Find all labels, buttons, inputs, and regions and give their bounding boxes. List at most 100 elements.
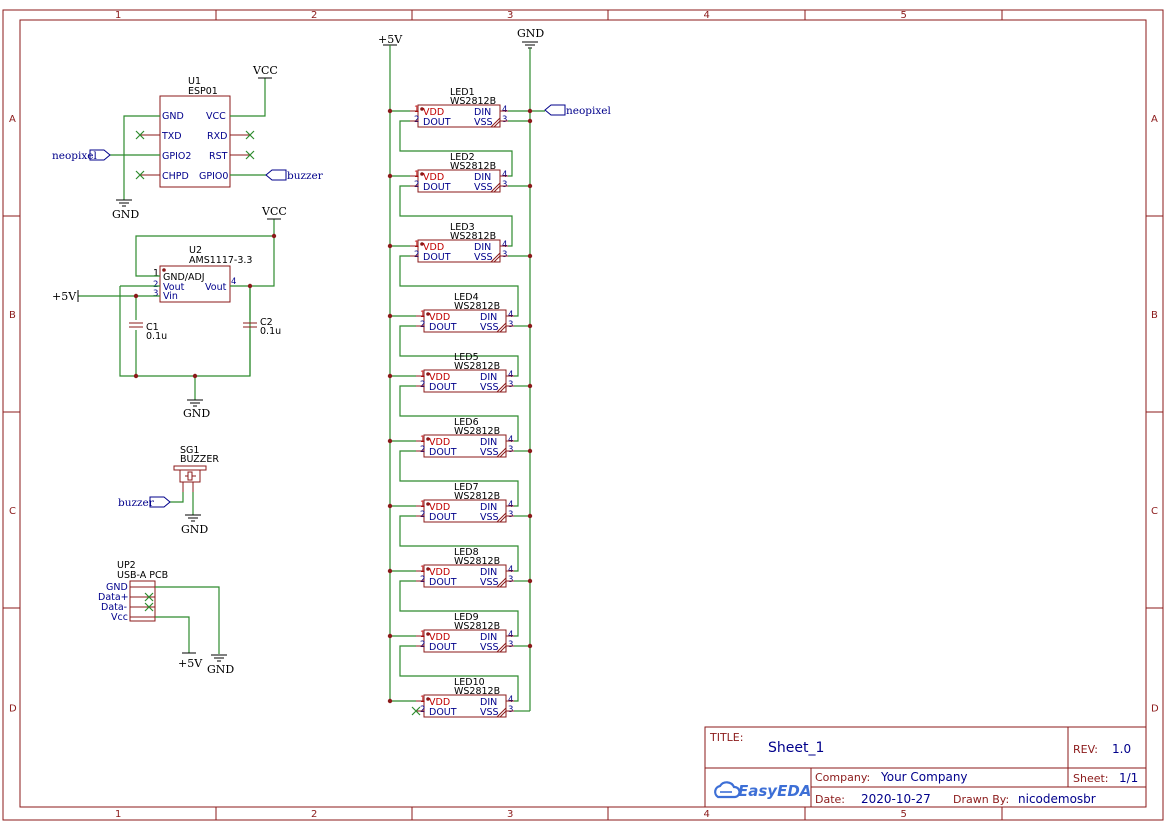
- led-pin-vdd: VDD: [429, 632, 450, 643]
- led-pin-num-2: 2: [414, 115, 419, 125]
- up2-pin-gnd: GND: [106, 582, 128, 593]
- sg1-gnd-label: GND: [181, 523, 208, 536]
- led-value: WS2812B: [454, 491, 500, 502]
- u1-buzzer-label: buzzer: [287, 170, 324, 182]
- frame-row-label: B: [1151, 310, 1158, 321]
- led-pin-num-3: 3: [502, 180, 507, 190]
- led-gnd-symbol: [522, 41, 538, 49]
- led-pin-num-1: 1: [414, 170, 419, 180]
- up2-ref: UP2: [117, 560, 136, 571]
- led-pin-vdd: VDD: [423, 172, 444, 183]
- date-value: 2020-10-27: [861, 792, 931, 806]
- led-pin-num-3: 3: [502, 250, 507, 260]
- frame-col-label: 5: [901, 809, 907, 820]
- led-pin-vdd: VDD: [429, 567, 450, 578]
- led-pin-num-4: 4: [502, 105, 507, 115]
- led-pin-dout: DOUT: [429, 707, 457, 718]
- led-pin-dout: DOUT: [429, 322, 457, 333]
- u1-pin-gpio0: GPIO0: [199, 171, 228, 182]
- led-pin-vdd: VDD: [429, 502, 450, 513]
- led-pin-din: DIN: [474, 172, 491, 183]
- led-pin-dout: DOUT: [429, 447, 457, 458]
- drawn-by-value: nicodemosbr: [1018, 792, 1096, 806]
- led-pin-num-1: 1: [414, 240, 419, 250]
- frame-col-label: 5: [901, 10, 907, 21]
- led-pin-num-3: 3: [502, 115, 507, 125]
- led-pin-num-2: 2: [420, 640, 425, 650]
- led-pin-num-1: 1: [420, 435, 425, 445]
- led-pin-num-1: 1: [420, 695, 425, 705]
- led-pin-vdd: VDD: [429, 312, 450, 323]
- led-pin-din: DIN: [480, 312, 497, 323]
- sg1-buzzer: SG1 BUZZER: [173, 445, 219, 492]
- led-pin-num-2: 2: [420, 380, 425, 390]
- frame-row-label: A: [1151, 114, 1158, 125]
- up2-usb: UP2 USB-A PCB GND Data+ Data- Vcc: [98, 560, 168, 623]
- u1-vcc-label: VCC: [252, 64, 278, 77]
- c1-value: 0.1u: [146, 331, 167, 342]
- u2-gnd-label: GND: [183, 407, 210, 420]
- led-pin-din: DIN: [480, 372, 497, 383]
- led-pin-num-3: 3: [508, 510, 513, 520]
- company-value: Your Company: [880, 770, 968, 784]
- led-pin-dout: DOUT: [423, 182, 451, 193]
- frame-row-label: C: [1151, 506, 1158, 517]
- led-neopixel-label: neopixel: [566, 105, 612, 117]
- frame-row-label: C: [9, 506, 16, 517]
- frame-col-label: 2: [311, 809, 317, 820]
- led-pin-num-2: 2: [414, 250, 419, 260]
- led-body: [423, 369, 507, 393]
- u2-pin-num-3: 3: [153, 289, 158, 299]
- led-pin-num-4: 4: [508, 370, 513, 380]
- led-pin-num-1: 1: [420, 500, 425, 510]
- led-pin-num-4: 4: [508, 310, 513, 320]
- up2-pin-vcc: Vcc: [111, 612, 128, 623]
- led-body: [423, 499, 507, 523]
- up2-pin-dataminus: Data-: [101, 602, 127, 613]
- u2-pin-vout: Vout: [163, 282, 185, 293]
- led-pin-vdd: VDD: [429, 372, 450, 383]
- led-pin-num-4: 4: [508, 630, 513, 640]
- led-pin-vss: VSS: [474, 182, 493, 193]
- led-ref: LED6: [454, 417, 479, 428]
- frame-col-label: 3: [507, 10, 513, 21]
- rev-value: 1.0: [1112, 742, 1131, 756]
- sg1-buzzer-flag: buzzer: [118, 496, 171, 509]
- led-pin-din: DIN: [480, 502, 497, 513]
- u1-pin-rxd: RXD: [207, 131, 227, 142]
- led-pin-din: DIN: [480, 697, 497, 708]
- up2-gnd-symbol: [211, 654, 227, 662]
- sg1-buzzer-label: buzzer: [118, 497, 155, 509]
- u2-pin-num-1: 1: [153, 268, 159, 279]
- led-pin-vdd: VDD: [429, 437, 450, 448]
- u1-pin-vcc: VCC: [206, 111, 226, 122]
- led-pin-num-2: 2: [414, 180, 419, 190]
- led-pin-num-4: 4: [508, 500, 513, 510]
- company-label: Company:: [815, 771, 870, 784]
- u1-gnd-symbol: [116, 199, 132, 207]
- u2-pin-vout-r: Vout: [205, 282, 227, 293]
- led-pin-num-2: 2: [420, 445, 425, 455]
- led-pin-num-4: 4: [502, 170, 507, 180]
- u2-ref: U2: [189, 245, 202, 256]
- led-pin-vss: VSS: [480, 382, 499, 393]
- led-body: [423, 434, 507, 458]
- u1-neopixel-flag: neopixel: [52, 149, 111, 162]
- drawn-by-label: Drawn By:: [953, 793, 1009, 806]
- led-pin-num-2: 2: [420, 705, 425, 715]
- led-pin-dout: DOUT: [429, 512, 457, 523]
- led-body: [423, 694, 507, 718]
- led-pin-dout: DOUT: [423, 117, 451, 128]
- date-label: Date:: [815, 793, 845, 806]
- led-ref: LED5: [454, 352, 479, 363]
- u2-pin-num-2: 2: [153, 280, 158, 290]
- led-pin-num-3: 3: [508, 705, 513, 715]
- u2-pin-vin: Vin: [163, 291, 178, 302]
- u1-pin-gnd: GND: [162, 111, 184, 122]
- led-value: WS2812B: [454, 301, 500, 312]
- up2-value: USB-A PCB: [117, 570, 168, 581]
